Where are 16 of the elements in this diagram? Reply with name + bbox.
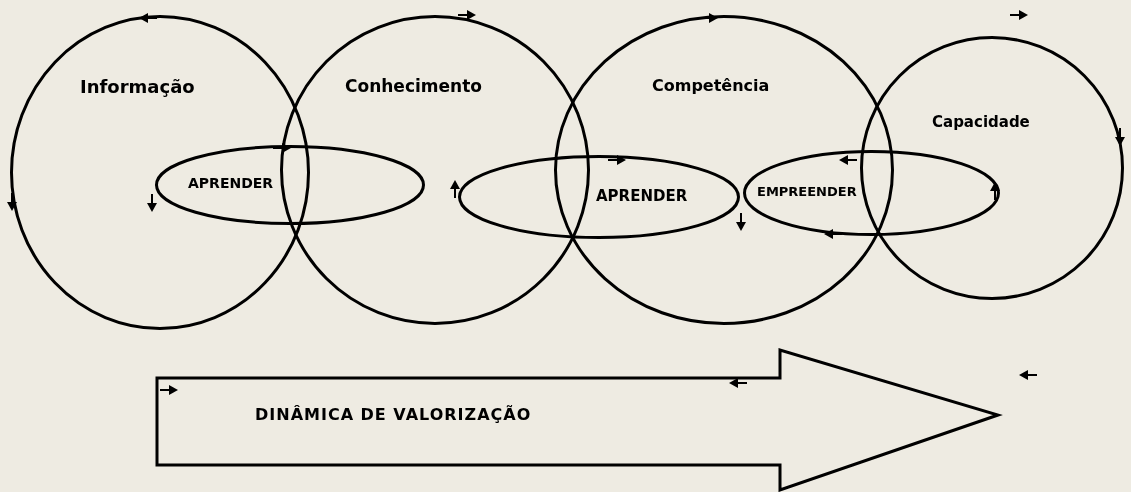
process-ellipse (458, 155, 740, 239)
node-label: Informação (80, 77, 195, 97)
node-label: APRENDER (596, 188, 688, 205)
node-label: EMPREENDER (757, 185, 857, 200)
block-arrow (155, 348, 1000, 492)
node-label: APRENDER (188, 176, 274, 192)
cycle-circle (10, 15, 310, 330)
process-ellipse (743, 150, 1000, 236)
cycle-circle (860, 36, 1124, 300)
node-label: Conhecimento (345, 77, 482, 96)
node-label: Capacidade (932, 114, 1030, 131)
cycle-circle (554, 15, 894, 325)
node-label: DINÂMICA DE VALORIZAÇÃO (255, 406, 532, 424)
cycle-circle (280, 15, 590, 325)
process-ellipse (155, 145, 425, 225)
node-label: Competência (652, 77, 770, 95)
